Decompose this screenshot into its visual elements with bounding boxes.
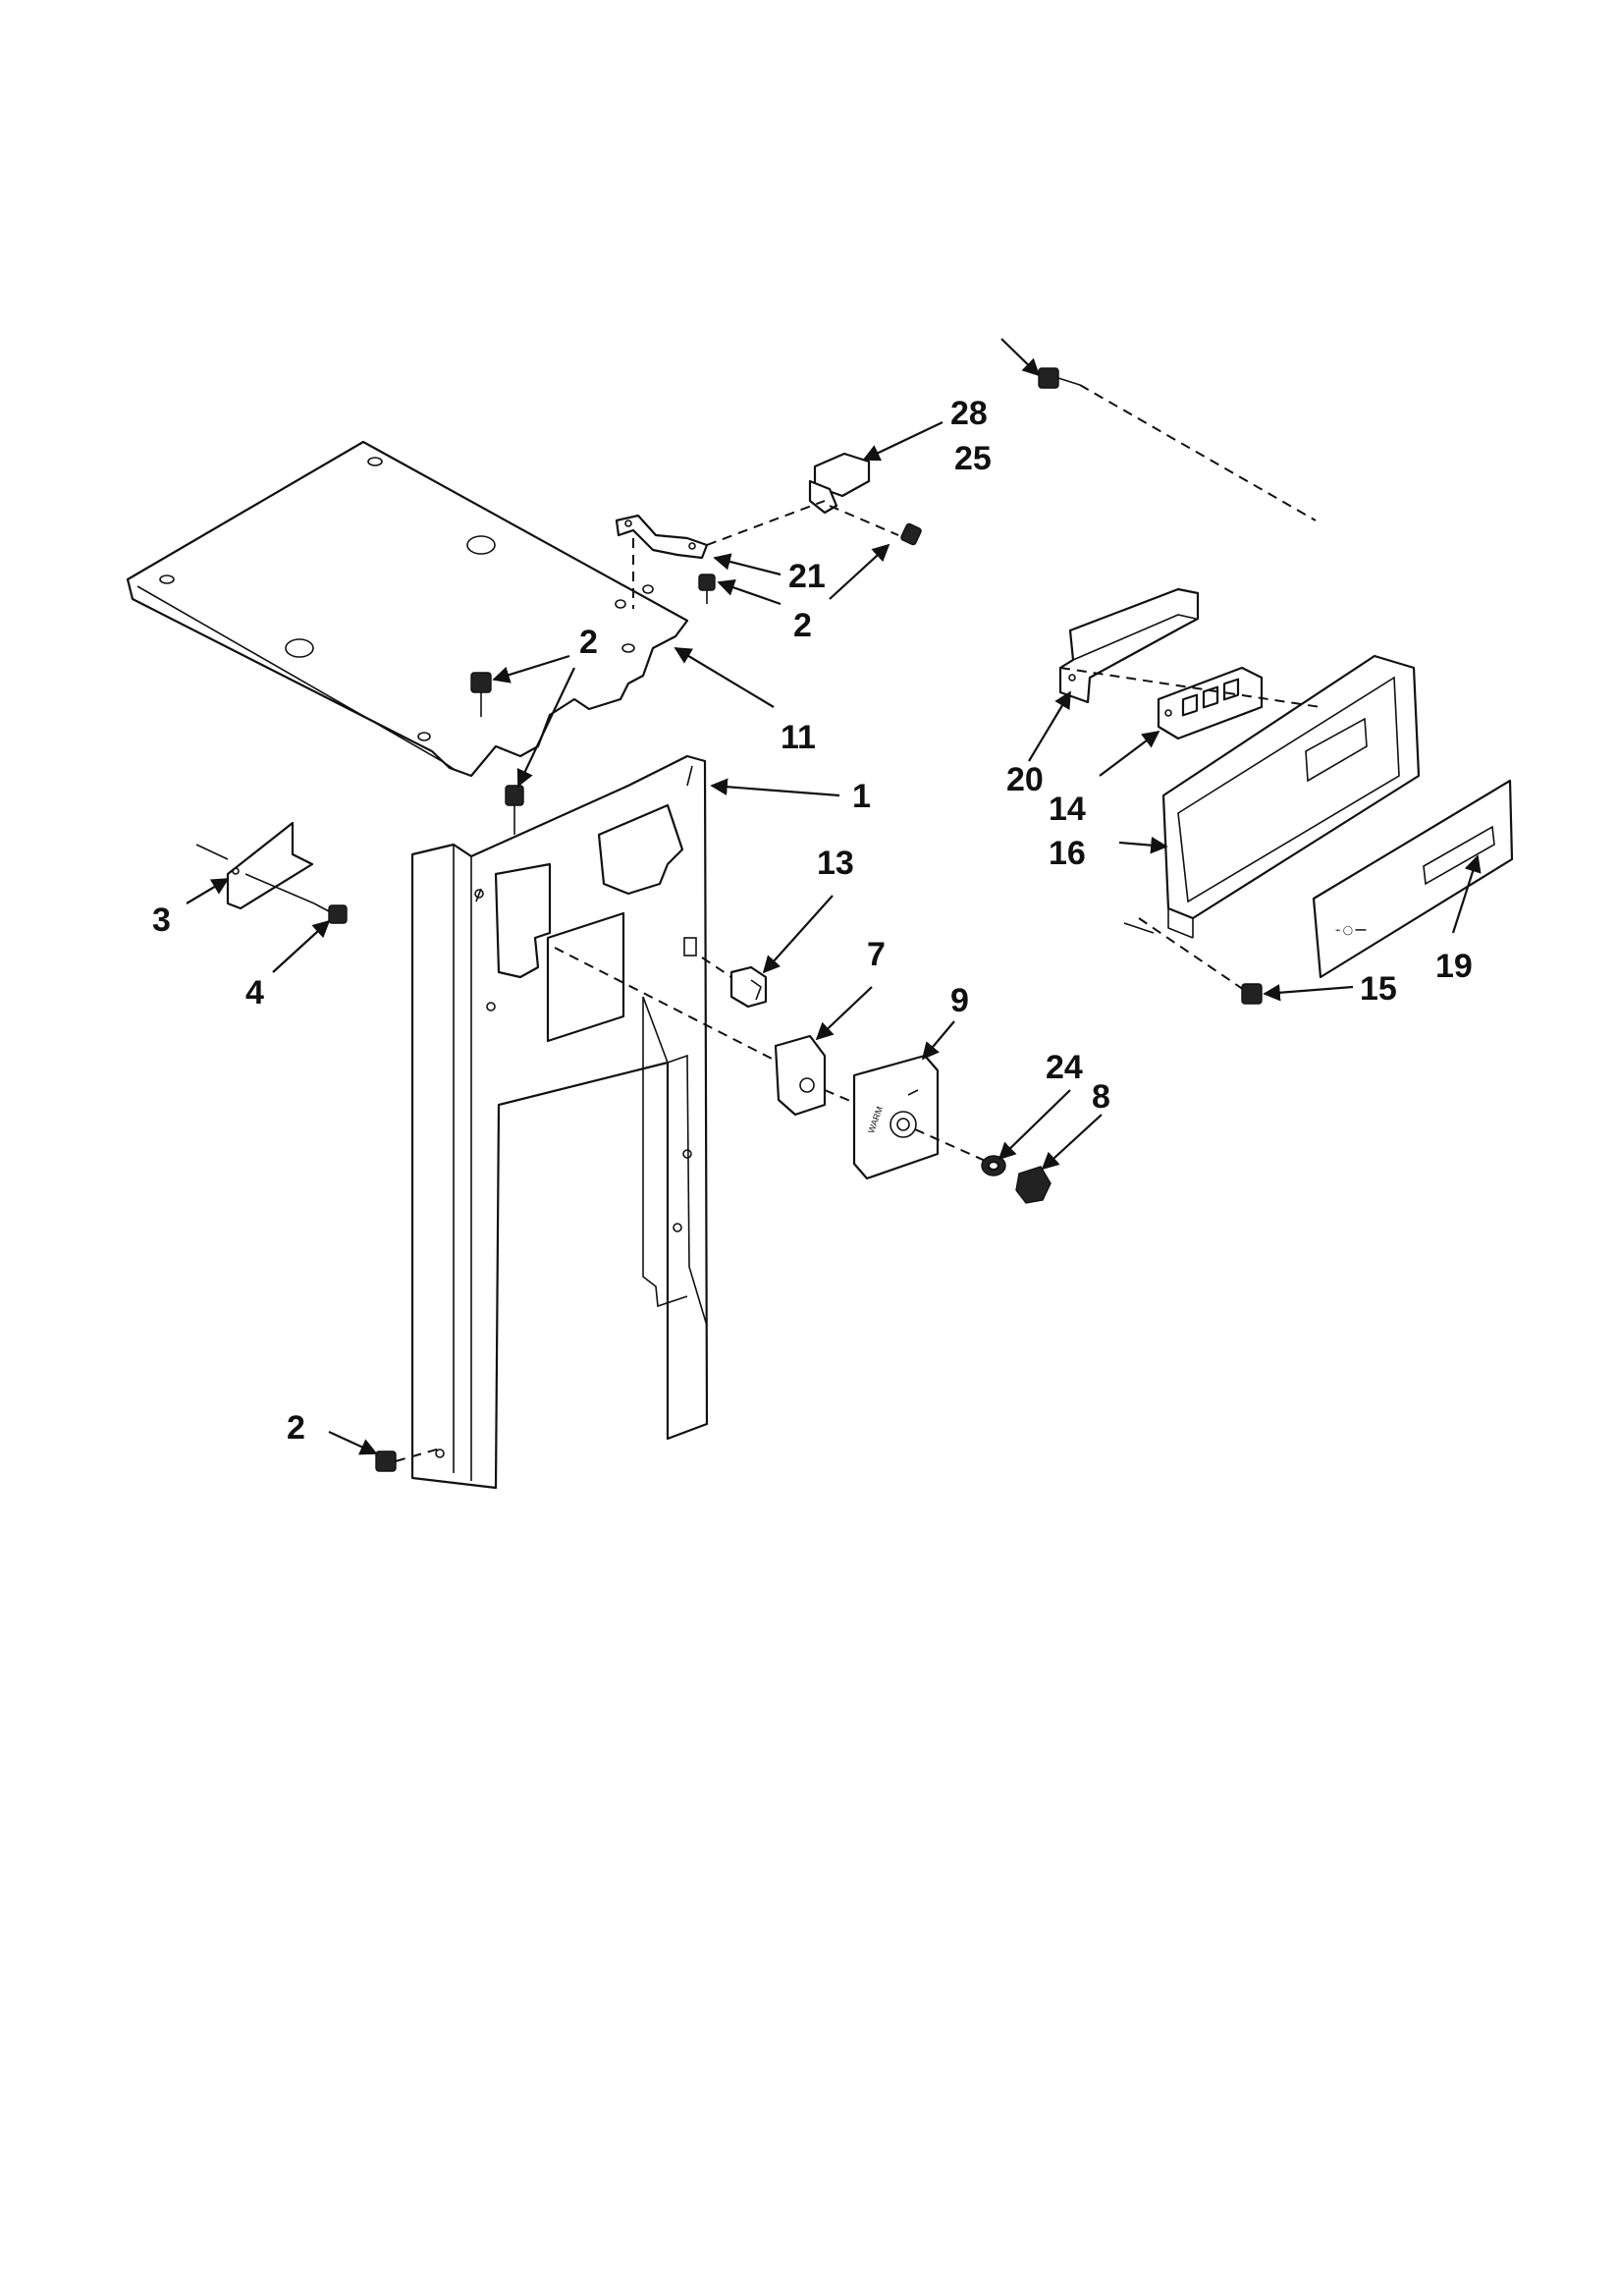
screw-2-mid — [698, 574, 716, 604]
svg-text:⌁ ◯ ━━: ⌁ ◯ ━━ — [1335, 925, 1367, 936]
callout-24: 24 — [1046, 1049, 1083, 1086]
screw-15 — [1241, 983, 1263, 1005]
control-7 — [774, 1034, 860, 1117]
screw-2-bottom — [375, 1448, 441, 1472]
callout-1: 1 — [852, 778, 871, 815]
callout-25: 25 — [954, 440, 992, 477]
callout-2: 2 — [793, 607, 812, 644]
callout-13: 13 — [817, 845, 854, 882]
callout-8: 8 — [1092, 1078, 1110, 1116]
screw-2-right-top — [900, 522, 922, 546]
callout-11: 11 — [781, 719, 816, 756]
callout-15: 15 — [1360, 970, 1397, 1008]
callout-7: 7 — [867, 936, 886, 973]
callout-4: 4 — [245, 974, 264, 1011]
screw-2-frame — [505, 785, 524, 835]
callouts: 28 25 21 2 2 11 1 3 4 13 7 9 24 8 20 14 … — [152, 395, 1473, 1447]
callout-19: 19 — [1435, 948, 1473, 985]
callout-28: 28 — [950, 395, 988, 432]
screw-25 — [1038, 367, 1317, 521]
callout-20: 20 — [1006, 761, 1044, 798]
callout-14: 14 — [1049, 791, 1086, 828]
label-19: ⌁ ◯ ━━ — [1312, 779, 1514, 979]
control-panel-16 — [1059, 654, 1421, 993]
bracket-3 — [195, 821, 315, 910]
leader-lines — [186, 338, 1482, 1455]
plate-9: WARM — [852, 1054, 993, 1180]
clip-28 — [706, 452, 899, 546]
top-plate — [126, 440, 689, 778]
callout-2: 2 — [579, 624, 598, 661]
screw-2-left-top — [470, 672, 492, 717]
nut-24 — [981, 1155, 1006, 1176]
callout-9: 9 — [950, 982, 969, 1019]
callout-16: 16 — [1049, 835, 1086, 872]
switch-bank-14 — [1157, 666, 1264, 740]
frame-1 — [410, 754, 777, 1490]
callout-3: 3 — [152, 902, 171, 939]
knob-8 — [1015, 1166, 1052, 1204]
callout-21: 21 — [788, 558, 826, 595]
callout-2: 2 — [287, 1409, 305, 1447]
switch-13 — [701, 957, 768, 1009]
bracket-21 — [615, 514, 709, 609]
screw-4 — [313, 902, 348, 924]
